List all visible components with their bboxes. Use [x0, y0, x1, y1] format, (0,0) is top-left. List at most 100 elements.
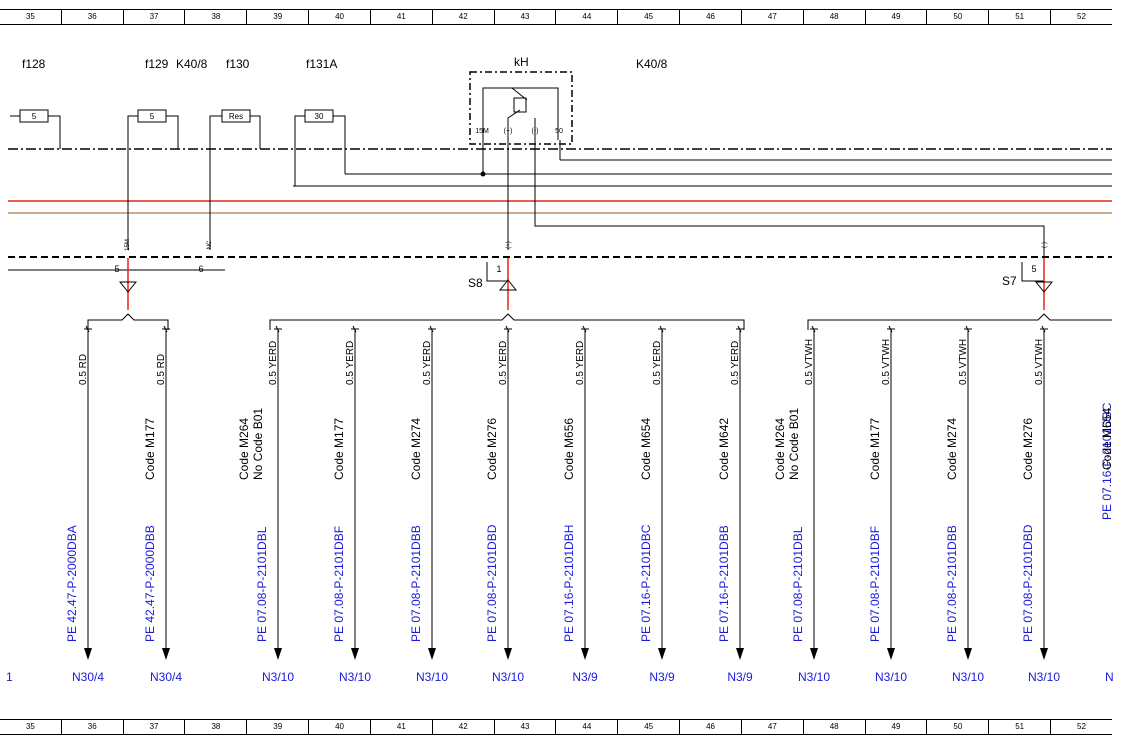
wire-size: 0.5 RD [156, 354, 167, 385]
wire-squiggle [581, 325, 589, 333]
wire-size: 0.5 VTWH [958, 339, 969, 385]
connector-num-6: 6 [198, 264, 203, 274]
ruler-cell: 52 [1050, 720, 1112, 734]
connector-pin-plus: (+) [506, 241, 512, 249]
ruler-cell: 39 [246, 10, 308, 24]
wire-code: Code M654 [1100, 408, 1114, 470]
connector-num-1: 1 [496, 264, 501, 274]
connector-num-5b: 5 [1031, 264, 1036, 274]
connector-stub-s7 [1021, 262, 1044, 282]
wire-ref-link: PE 07.16-P-2101DBH [562, 525, 576, 642]
relay-pin-15m: 15M [475, 128, 489, 135]
ruler-cell: 42 [431, 10, 494, 24]
label-k40-8-right: K40/8 [636, 57, 668, 71]
ruler-cell: 45 [617, 10, 679, 24]
label-f130: f130 [226, 57, 250, 71]
wire-arrow [274, 648, 282, 660]
label-s7: S7 [1002, 274, 1017, 288]
wire-dest-link: N3/9 [649, 670, 675, 684]
wire-code: Code M177 [143, 418, 157, 480]
wire-arrow [504, 648, 512, 660]
wire-size: 0.5 YERD [345, 341, 356, 385]
wire-squiggle [162, 325, 170, 333]
branch-bracket-yerd [269, 313, 745, 330]
wire-size: 0.5 VTWH [804, 339, 815, 385]
connector-stub-s8 [486, 262, 508, 282]
wire-code: Code M276 [1021, 418, 1035, 480]
wire-dest-link: N3/10 [492, 670, 524, 684]
label-f131a: f131A [306, 57, 337, 71]
wire-size: 0.5 YERD [422, 341, 433, 385]
wire-ref-link: PE 07.16-P-2101DBC [639, 524, 653, 642]
wire-size: 0.5 YERD [268, 341, 279, 385]
ruler-cell: 40 [308, 720, 370, 734]
wire-ref-link: PE 07.08-P-2101DBB [945, 525, 959, 642]
wire-size: 0.5 RD [78, 354, 89, 385]
wire-size: 0.5 VTWH [881, 339, 892, 385]
wire-squiggle [736, 325, 744, 333]
fuse-f129-leads [127, 115, 179, 149]
wire-arrow [658, 648, 666, 660]
minus-route-wire [534, 140, 1045, 257]
wire-ref-link: PE 07.08-P-2101DBD [485, 524, 499, 642]
wire-ref-link: PE 07.08-P-2101DBF [332, 526, 346, 642]
label-kh: kH [514, 55, 529, 69]
wire-size: 0.5 VTWH [1034, 339, 1045, 385]
wire-size: 0.5 YERD [652, 341, 663, 385]
wire-arrow [964, 648, 972, 660]
wire-dest-link: N [1105, 670, 1114, 684]
ruler-cell: 43 [493, 10, 556, 24]
wire-ref-link: PE 07.08-P-2101DBD [1021, 524, 1035, 642]
wire-dest-link: N30/4 [72, 670, 104, 684]
ruler-cell: 40 [308, 10, 370, 24]
relay-kh-box [469, 71, 573, 145]
fuse-f128 [19, 109, 49, 123]
wire-arrow [351, 648, 359, 660]
ruler-cell: 45 [617, 720, 679, 734]
fuse-f129-rating: 5 [150, 112, 155, 121]
label-k40-8-left: K40/8 [176, 57, 208, 71]
ruler-cell: 51 [988, 10, 1050, 24]
fuse-f128-leads [10, 115, 61, 149]
wire-squiggle [658, 325, 666, 333]
wire-arrow [84, 648, 92, 660]
ruler-cell: 51 [988, 720, 1050, 734]
ruler-cell: 46 [679, 720, 741, 734]
wire-squiggle [428, 325, 436, 333]
wire-code-secondary: No Code B01 [787, 408, 801, 480]
wire-code: Code M264 [773, 418, 787, 480]
wire-ref-link: PE 07.08-P-2101DBF [868, 526, 882, 642]
connector-pin-nc: NC [207, 240, 213, 249]
wire-dest-link: N3/9 [572, 670, 598, 684]
ruler-cell: 50 [926, 10, 988, 24]
wire-arrow [162, 648, 170, 660]
wire-arrow [810, 648, 818, 660]
fuse-f131a-rating: 30 [315, 112, 324, 121]
wire-size: 0.5 YERD [498, 341, 509, 385]
ruler-cell: 47 [740, 720, 803, 734]
ruler-cell: 41 [369, 720, 432, 734]
ruler-cell: 41 [369, 10, 432, 24]
wire-ref-link: PE 07.16-P-2101DBB [717, 525, 731, 642]
wire-code: Code M642 [717, 418, 731, 480]
ruler-cell: 43 [493, 720, 556, 734]
connector-num-5: 5 [114, 264, 119, 274]
wire-dest-link: N30/4 [150, 670, 182, 684]
ruler-cell: 52 [1050, 10, 1112, 24]
wire-code: Code M177 [868, 418, 882, 480]
wire-ref-link: PE 07.08-P-2101DBL [255, 526, 269, 642]
wire-dest-link: N3/10 [798, 670, 830, 684]
wire-dest-link: N3/10 [875, 670, 907, 684]
ruler-cell: 44 [555, 720, 617, 734]
wire-squiggle [887, 325, 895, 333]
wire-ref-link: PE 07.08-P-2101DBL [791, 526, 805, 642]
ruler-cell: 35 [25, 12, 35, 21]
fuse-f131a-leads [294, 115, 346, 186]
ruler-cell: 36 [60, 10, 123, 24]
wire-code: Code M276 [485, 418, 499, 480]
fuse-f130-rating: Res [229, 112, 243, 121]
wire-code: Code M274 [409, 418, 423, 480]
